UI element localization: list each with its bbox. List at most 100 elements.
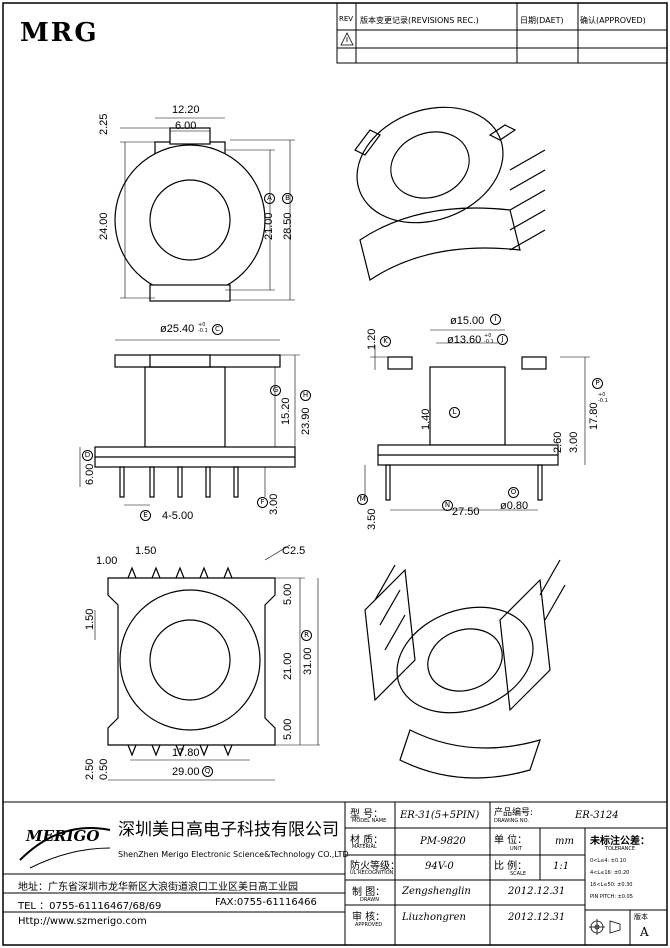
dim-side-pin-len: 3.00 [268, 493, 280, 515]
tolerance-row-2: 4<L≤16: ±0.20 [590, 870, 630, 876]
dim-bottom-mid: 21.00 [282, 652, 294, 680]
drawing-value: ER-3124 [575, 810, 619, 821]
dim-bottom-b: 1.50 [135, 545, 157, 557]
dim-side-h2: 23.90 [300, 407, 312, 435]
unit-label: 单 位： [494, 835, 528, 846]
dim-right-wall: 1.40 [420, 408, 432, 430]
version-label: 版本 [634, 913, 648, 921]
dim-right-r1: 2.60 [552, 431, 564, 453]
dim-front-top-height: 2.25 [98, 113, 110, 135]
marker-n: N [442, 500, 453, 511]
company-tel: TEL ：0755-61116467/68/69 [18, 901, 162, 912]
marker-r: R [301, 630, 312, 641]
dim-side-h1: 15.20 [280, 397, 292, 425]
tolerance-title-en: TOLERANCE [605, 846, 636, 852]
marker-h: H [300, 390, 311, 401]
company-web: Http://www.szmerigo.com [18, 916, 147, 927]
dim-side-tol: +0 -0.1 [198, 322, 208, 334]
company-fax: FAX:0755-61116466 [215, 897, 317, 908]
dim-bottom-base: 17.80 [172, 747, 200, 759]
drawn-name: Zengshenglin [402, 886, 471, 897]
right-view [364, 329, 590, 511]
approved-date: 2012.12.31 [508, 912, 566, 923]
dim-right-top2: ø13.60 [447, 334, 482, 346]
side-pin-group [119, 466, 239, 498]
bottom-slot-group [127, 566, 233, 757]
revision-date-header: 日期(DAET) [520, 16, 564, 25]
tolerance-row-3: 16<L≤50: ±0.30 [590, 882, 633, 888]
marker-l: L [449, 407, 460, 418]
version-value: A [640, 925, 649, 939]
revision-approved-header: 确认(APPROVED) [580, 16, 646, 25]
title-block-frame [2, 801, 668, 946]
unit-value: mm [555, 836, 574, 847]
projection-symbol-icon [589, 919, 621, 935]
drawn-label-en: DRAWN [360, 897, 379, 903]
dim-right-r2: 3.00 [568, 431, 580, 453]
scale-label-en: SCALE [510, 871, 527, 877]
dim-bottom-w: 29.00 [172, 766, 200, 778]
marker-m: M [357, 494, 368, 505]
iso-top-pin-group [509, 149, 546, 251]
marker-g: G [270, 385, 281, 396]
revision-table [336, 2, 668, 64]
approved-label-en: APPROVED [355, 922, 383, 928]
scale-label: 比 例： [494, 861, 528, 872]
marker-c: C [212, 324, 223, 335]
company-name-en: ShenZhen Merigo Electronic Science&Techn… [118, 850, 349, 859]
dim-front-outer: 28.50 [282, 212, 294, 240]
dim-right-pin: 3.50 [366, 508, 378, 530]
drawn-label: 制 图： [352, 887, 386, 898]
unit-label-en: UNIT [510, 846, 522, 852]
dim-bottom-top: 5.00 [282, 583, 294, 605]
dim-right-flange: 1.20 [366, 328, 378, 350]
dim-front-height: 24.00 [98, 212, 110, 240]
marker-f: F [257, 497, 268, 508]
warning-triangle-icon [340, 32, 354, 46]
rev-header: REV [339, 15, 354, 23]
isometric-view-top [354, 106, 546, 281]
dim-right-pin-dia: ø0.80 [500, 500, 529, 512]
approved-label: 审 核： [352, 912, 386, 923]
ul-value: 94V-0 [425, 861, 454, 872]
dim-right-top: ø15.00 [450, 315, 485, 327]
marker-d: D [82, 450, 93, 461]
drawing-label-en: DRAWING NO. [494, 818, 529, 824]
dim-right-h: 17.80 [588, 402, 600, 430]
marker-e: E [140, 510, 151, 521]
tolerance-title: 未标注公差： [590, 836, 650, 847]
scale-value: 1:1 [553, 861, 570, 872]
side-view [79, 339, 300, 506]
drawing-label: 产品编号: [494, 808, 534, 818]
marker-i: I [490, 314, 501, 325]
dim-bottom-low: 5.00 [282, 718, 294, 740]
model-value: ER-31(5+5PIN) [400, 810, 480, 821]
dim-bottom-0-5: 0.50 [98, 758, 110, 780]
dim-bottom-total: 31.00 [302, 647, 314, 675]
marker-b: B [282, 193, 293, 204]
marker-q: Q [202, 766, 213, 777]
dim-bottom-c: 1.50 [84, 608, 96, 630]
material-label: 材 质： [350, 835, 384, 846]
dim-side-width: ø25.40 [160, 323, 195, 335]
dim-bottom-2-5: 2.50 [84, 758, 96, 780]
tolerance-row-1: 0<L≤4: ±0.10 [590, 858, 627, 864]
dim-front-inner: 21.00 [263, 212, 275, 240]
dim-side-pin-offset: 6.00 [84, 463, 96, 485]
dim-bottom-chamfer: C2.5 [282, 545, 306, 557]
ul-label: 防火等级： [350, 861, 400, 872]
ul-label-en: UL RECOGNITION [350, 870, 394, 876]
company-brand: MERIGO [26, 827, 100, 845]
material-value: PM-9820 [420, 836, 466, 847]
marker-k: K [380, 336, 391, 347]
model-label: 型 号： [350, 809, 384, 820]
dim-right-span: 27.50 [452, 506, 480, 518]
company-address: 地址：广东省深圳市龙华新区大浪街道浪口工业区美日高工业园 [18, 882, 298, 893]
tolerance-row-4: PIN PITCH: ±0.05 [590, 894, 633, 900]
logo: MRG [20, 18, 99, 48]
dim-front-top-width: 12.20 [172, 104, 200, 116]
dim-right-h-tol: +0 -0.1 [598, 392, 608, 404]
marker-j: J [497, 334, 508, 345]
dim-side-pitch: 4-5.00 [162, 510, 194, 522]
